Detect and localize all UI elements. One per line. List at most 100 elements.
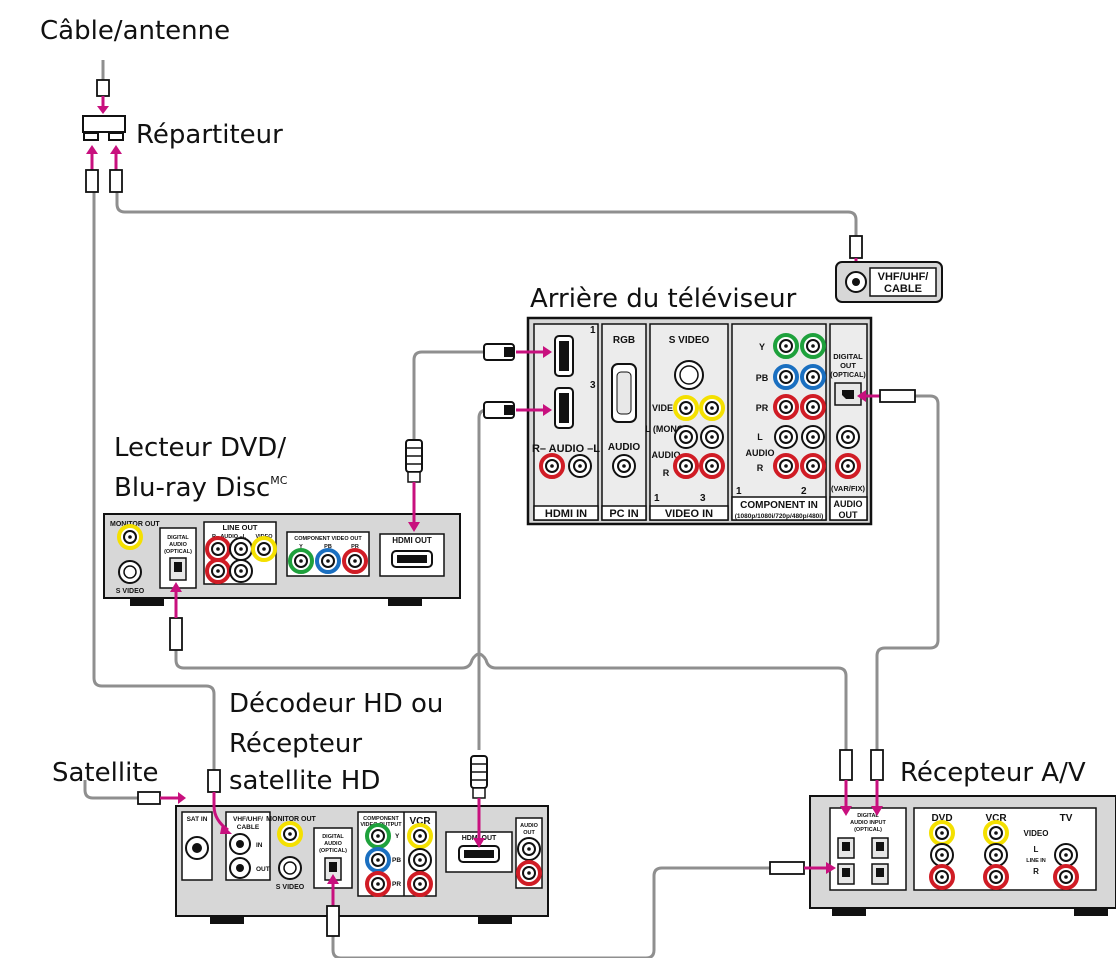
tv-hdmi-audio-r-jack bbox=[539, 453, 565, 479]
av-r: R bbox=[1033, 867, 1039, 876]
tv-comp2-pb-jack bbox=[800, 364, 826, 390]
hd-out: OUT bbox=[256, 866, 270, 873]
dvd-audio-r-jack bbox=[205, 536, 231, 562]
av-receiver-plugs bbox=[769, 749, 884, 875]
av-digital-2: AUDIO INPUT bbox=[850, 820, 886, 826]
tv-video-in: VIDEO IN bbox=[665, 508, 713, 520]
av-dvd-video-jack bbox=[929, 820, 955, 846]
label-splitter: Répartiteur bbox=[136, 120, 283, 150]
hd-vcr: VCR bbox=[409, 816, 431, 827]
hd-monitor-video-jack bbox=[277, 821, 303, 847]
av-digital-3: (OPTICAL) bbox=[854, 827, 882, 833]
dvd-audio-l2-jack bbox=[229, 559, 253, 583]
av-dvd: DVD bbox=[931, 813, 952, 824]
hd-receiver-plugs bbox=[137, 755, 488, 937]
hd-monitor-out: MONITOR OUT bbox=[266, 816, 316, 823]
hd-audio-out-1: AUDIO bbox=[520, 823, 538, 829]
dvd-audio-r2-jack bbox=[205, 558, 231, 584]
av-tv-l-jack bbox=[1054, 843, 1078, 867]
hd-comp-1: COMPONENT bbox=[363, 816, 399, 822]
tv-rear-panel: 1 3 R– AUDIO –L HDMI IN RGB AUDIO PC IN … bbox=[526, 316, 873, 526]
hd-comp-pr: PR bbox=[392, 881, 401, 888]
tv-hdmi-in: HDMI IN bbox=[545, 508, 587, 520]
hdmi-plug-dvd bbox=[405, 439, 423, 532]
cables bbox=[83, 60, 940, 958]
tv-vhf-label-1: VHF/UHF/ bbox=[878, 271, 929, 283]
label-hd-line1: Décodeur HD ou bbox=[229, 689, 443, 719]
label-dvd-line2-text: Blu-ray Disc bbox=[114, 473, 270, 503]
dvd-digital-audio-3: (OPTICAL) bbox=[164, 549, 192, 555]
dvd-comp-y-jack bbox=[288, 548, 314, 574]
cable-satellite bbox=[83, 780, 138, 800]
tv-hdmi-num-1: 1 bbox=[590, 325, 596, 336]
tv-vhf-label-2: CABLE bbox=[884, 283, 922, 295]
hd-audio-out-2: OUT bbox=[523, 830, 535, 836]
hd-audio-out-l-jack bbox=[517, 837, 541, 861]
tv-comp2-l-jack bbox=[801, 425, 825, 449]
tv-s-video: S VIDEO bbox=[669, 335, 710, 346]
hd-s-video: S VIDEO bbox=[276, 884, 305, 891]
label-av-receiver: Récepteur A/V bbox=[900, 758, 1086, 788]
tv-comp-num-2: 2 bbox=[801, 486, 807, 497]
dvd-video-jack bbox=[251, 536, 277, 562]
hd-comp-y: Y bbox=[395, 833, 400, 840]
tv-l-mono: L (MONO) bbox=[645, 424, 687, 434]
av-receiver: DIGITAL AUDIO INPUT (OPTICAL) DVD VCR TV… bbox=[809, 795, 1116, 916]
cable-optical-tv-to-av bbox=[875, 394, 940, 750]
label-tv-rear: Arrière du téléviseur bbox=[530, 284, 797, 314]
tv-rgb: RGB bbox=[613, 335, 635, 346]
optical-plug-dvd bbox=[169, 582, 183, 651]
tv-comp1-l-jack bbox=[774, 425, 798, 449]
tv-comp-y: Y bbox=[759, 342, 765, 352]
tv-video-label: VIDEO bbox=[652, 403, 680, 413]
cable-optical-dvd-to-av bbox=[174, 650, 848, 750]
tv-var-fix: (VAR/FIX) bbox=[831, 484, 866, 493]
tv-video-in-l1-jack bbox=[674, 425, 698, 449]
label-dvd-mark: MC bbox=[270, 474, 287, 487]
dvd-component-out: COMPONENT VIDEO OUT bbox=[294, 536, 362, 542]
tv-vid-num-3: 3 bbox=[700, 493, 706, 504]
hd-comp-pb-jack bbox=[365, 847, 391, 873]
hd-audio-out-r-jack bbox=[516, 860, 542, 886]
tv-audio-label: AUDIO bbox=[652, 450, 681, 460]
tv-comp-r: R bbox=[757, 463, 764, 473]
av-vcr: VCR bbox=[985, 813, 1007, 824]
tv-comp-num-1: 1 bbox=[736, 486, 742, 497]
av-dvd-r-jack bbox=[929, 864, 955, 890]
cable-splitter-to-hd-receiver bbox=[92, 192, 216, 770]
tv-audio-out-2: OUT bbox=[839, 510, 859, 520]
tv-digital-out-2: OUT bbox=[840, 361, 856, 370]
tv-video-in-l3-jack bbox=[700, 425, 724, 449]
tv-comp-pb: PB bbox=[756, 373, 769, 383]
tv-pc-audio: AUDIO bbox=[608, 442, 640, 453]
av-vcr-l-jack bbox=[984, 843, 1008, 867]
tv-video-in-3-jack bbox=[699, 395, 725, 421]
label-dvd-line2: Blu-ray DiscMC bbox=[114, 473, 288, 503]
tv-vhf-input: VHF/UHF/ CABLE bbox=[835, 235, 943, 303]
tv-comp1-r-jack bbox=[773, 453, 799, 479]
av-vcr-r-jack bbox=[983, 864, 1009, 890]
splitter bbox=[82, 79, 126, 193]
tv-comp2-pr-jack bbox=[800, 394, 826, 420]
hd-vcr-r-jack bbox=[407, 871, 433, 897]
tv-comp2-y-jack bbox=[800, 333, 826, 359]
dvd-s-video: S VIDEO bbox=[116, 588, 145, 595]
tv-video-in-r1-jack bbox=[673, 453, 699, 479]
dvd-monitor-video-jack bbox=[117, 524, 143, 550]
tv-audio-out-1: AUDIO bbox=[834, 499, 863, 509]
tv-hdmi-audio: R– AUDIO –L bbox=[532, 443, 600, 455]
hd-vhf-1: VHF/UHF/ bbox=[233, 816, 263, 823]
tv-pc-in: PC IN bbox=[609, 508, 638, 520]
tv-audio-out-l-jack bbox=[836, 425, 860, 449]
label-satellite: Satellite bbox=[52, 758, 159, 788]
av-vcr-video-jack bbox=[983, 820, 1009, 846]
dvd-digital-audio-1: DIGITAL bbox=[167, 535, 189, 541]
dvd-hdmi-out: HDMI OUT bbox=[392, 536, 432, 545]
hd-receiver: SAT IN VHF/UHF/ CABLE IN OUT MONITOR OUT… bbox=[175, 805, 549, 924]
dvd-comp-pb: PB bbox=[324, 544, 332, 550]
hd-comp-pr-jack bbox=[365, 871, 391, 897]
tv-comp1-pb-jack bbox=[773, 364, 799, 390]
cable-splitter-to-tv-vhf bbox=[115, 192, 858, 236]
